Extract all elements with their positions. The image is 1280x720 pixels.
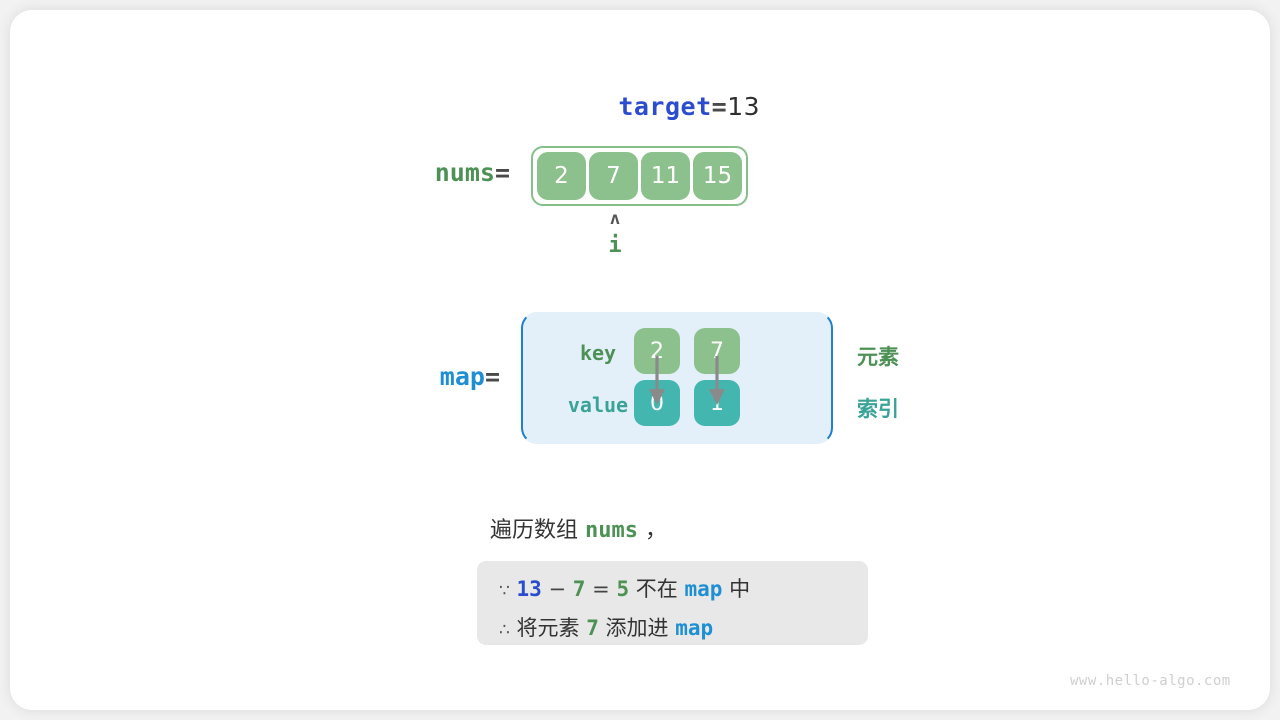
note2-text-mid: 添加进 — [605, 616, 669, 640]
nums-cell: 7 — [589, 152, 638, 200]
target-row: target=13 — [0, 92, 760, 121]
map-key-cell: 7 — [694, 328, 740, 374]
note-operand-b: 7 — [572, 577, 586, 601]
note2-element: 7 — [586, 616, 599, 640]
caption-keyword: nums — [585, 518, 638, 543]
note-line-2: ∴ 将元素 7 添加进 map — [499, 610, 846, 649]
caption-suffix: ， — [637, 518, 667, 543]
therefore-symbol-icon: ∴ — [499, 620, 510, 640]
target-value: 13 — [727, 92, 760, 121]
watermark: www.hello-algo.com — [1070, 673, 1231, 689]
legend-index: 索引 — [857, 397, 899, 421]
map-equals-sign: = — [484, 362, 500, 391]
caption-prefix: 遍历数组 — [490, 518, 585, 543]
legend-element: 元素 — [857, 345, 899, 369]
note-text-end: 中 — [729, 577, 751, 601]
map-variable-name: map — [439, 362, 485, 391]
map-key-row-label: key — [579, 341, 617, 365]
note-box: ∵ 13 − 7 = 5 不在 map 中 ∴ 将元素 7 添加进 map — [477, 561, 868, 645]
nums-cell: 2 — [537, 152, 586, 200]
map-key-to-value-arrows — [649, 356, 725, 406]
pointer-caret-icon: ʌ — [609, 209, 621, 229]
note-equals-sign: = — [592, 577, 610, 601]
nums-cell: 11 — [641, 152, 690, 200]
note-map-keyword: map — [684, 577, 723, 601]
nums-array: 2 7 11 15 — [531, 146, 748, 206]
note-operand-a: 13 — [516, 577, 542, 601]
target-equals-sign: = — [711, 92, 728, 121]
nums-variable-name: nums — [434, 158, 495, 187]
nums-cell: 15 — [693, 152, 742, 200]
note2-text-start: 将元素 — [516, 616, 580, 640]
note-line-1: ∵ 13 − 7 = 5 不在 map 中 — [499, 571, 846, 610]
target-variable-name: target — [618, 92, 712, 121]
map-value-row-label: value — [567, 393, 629, 417]
pointer-label: i — [608, 233, 622, 258]
caption: 遍历数组 nums ， — [490, 512, 667, 544]
nums-equals-sign: = — [494, 158, 510, 187]
note-result: 5 — [616, 577, 630, 601]
map-rows: key value 2 7 0 1 — [521, 312, 833, 444]
because-symbol-icon: ∵ — [499, 581, 510, 601]
nums-label: nums= — [330, 158, 510, 187]
note2-map-keyword: map — [675, 616, 714, 640]
note-minus-sign: − — [548, 577, 567, 601]
note-text-mid: 不在 — [635, 577, 678, 601]
map-label: map= — [320, 362, 500, 391]
